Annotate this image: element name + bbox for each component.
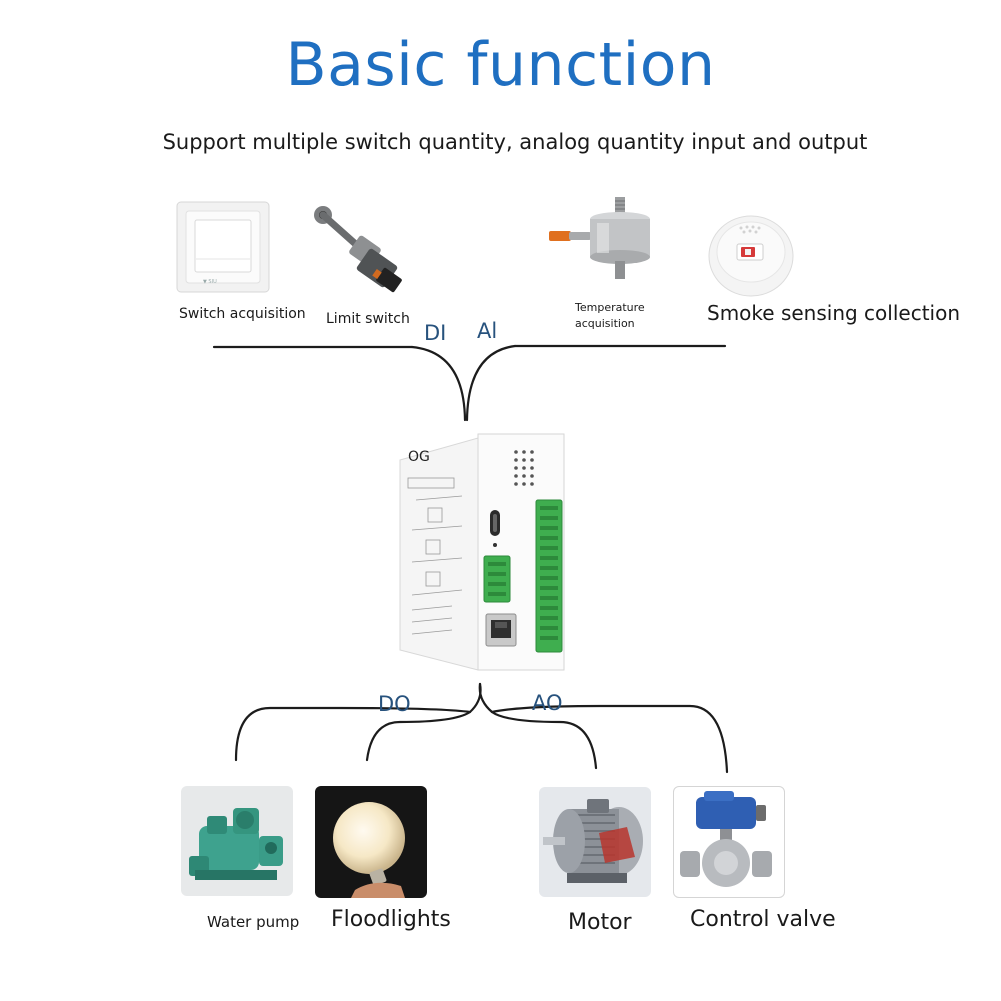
page-title: Basic function (285, 30, 716, 100)
device-logo: OG (408, 449, 430, 465)
ao-trunk (478, 682, 598, 770)
motor-image (539, 787, 651, 897)
motor-label: Motor (568, 910, 632, 935)
temperature-sensor-image (545, 193, 665, 285)
floodlights-label: Floodlights (331, 907, 451, 932)
floodlight-image (315, 786, 427, 898)
temperature-acquisition-line2: acquisition (575, 317, 635, 330)
temperature-acquisition-label: Temperature acquisition (575, 300, 645, 332)
smoke-sensing-label: Smoke sensing collection (707, 301, 961, 325)
io-module-device (398, 430, 568, 675)
do-trunk (365, 682, 482, 762)
control-valve-label: Control valve (690, 907, 836, 932)
svg-text:▼ SIU: ▼ SIU (203, 279, 217, 285)
switch-acquisition-label: Switch acquisition (179, 306, 306, 322)
page-subtitle: Support multiple switch quantity, analog… (162, 130, 868, 154)
water-pump-image (181, 786, 293, 896)
di-label: DI (424, 321, 447, 345)
control-valve-image (673, 786, 785, 898)
ai-curve (465, 344, 517, 422)
limit-switch-image (308, 200, 408, 300)
ao-label: AO (532, 691, 563, 715)
ao-outer (490, 704, 729, 774)
smoke-detector-image (705, 212, 797, 298)
water-pump-label: Water pump (207, 913, 300, 931)
do-label: DO (378, 692, 411, 716)
ai-label: Al (477, 319, 498, 343)
temperature-acquisition-line1: Temperature (575, 301, 645, 314)
do-outer (234, 706, 472, 762)
limit-switch-label: Limit switch (326, 311, 410, 327)
di-curve (410, 345, 467, 422)
wall-switch-image: ▼ SIU (176, 201, 270, 293)
